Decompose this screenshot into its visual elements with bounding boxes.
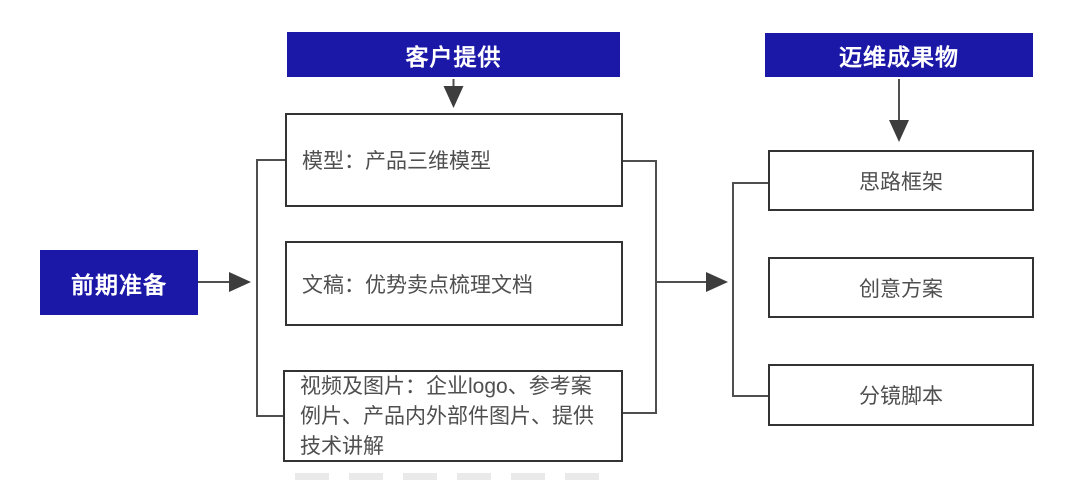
node-client-document: 文稿：优势卖点梳理文档 xyxy=(285,241,623,326)
bracket-client-right xyxy=(623,160,657,414)
node-client-media: 视频及图片：企业logo、参考案例片、产品内外部件图片、提供技术讲解 xyxy=(283,370,623,462)
header-deliverables: 迈维成果物 xyxy=(765,33,1033,77)
node-deliverable-creative-plan: 创意方案 xyxy=(768,257,1034,318)
node-deliverable-storyboard: 分镜脚本 xyxy=(768,364,1034,426)
faded-watermark-artifact xyxy=(295,473,611,480)
header-client-provides: 客户提供 xyxy=(287,32,620,77)
node-preparation: 前期准备 xyxy=(40,250,198,315)
node-deliverable-framework: 思路框架 xyxy=(768,150,1034,211)
bracket-deliverables-left xyxy=(732,182,768,397)
node-client-model: 模型：产品三维模型 xyxy=(285,113,623,207)
bracket-client-left xyxy=(256,159,285,417)
